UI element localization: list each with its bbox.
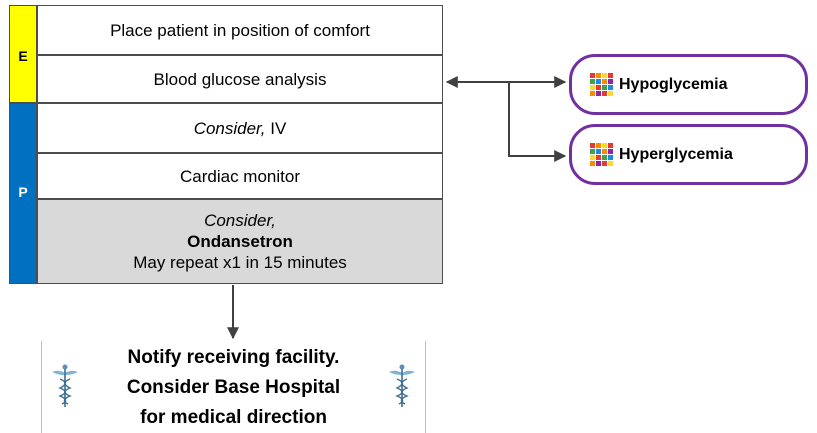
step-position-comfort: Place patient in position of comfort xyxy=(37,5,443,55)
hyperglycemia-branch-arrow xyxy=(508,82,567,162)
hyperglycemia-link[interactable]: Hyperglycemia xyxy=(569,124,808,185)
level-p-label: P xyxy=(18,184,28,200)
step-cardiac-text: Cardiac monitor xyxy=(180,166,300,186)
notify-line-2: Consider Base Hospital xyxy=(126,377,341,398)
level-p-bar: P xyxy=(9,103,37,284)
caduceus-icon xyxy=(52,364,78,407)
step-consider-iv: Consider, IV xyxy=(37,103,443,153)
step-ondansetron-repeat: May repeat x1 in 15 minutes xyxy=(133,253,347,272)
step-position-text: Place patient in position of comfort xyxy=(110,20,370,40)
protocol-grid-icon xyxy=(590,143,613,166)
protocol-grid-icon xyxy=(590,73,613,96)
notify-box: Notify receiving facility. Consider Base… xyxy=(41,341,426,433)
notify-line-3: for medical direction xyxy=(140,407,327,428)
hypoglycemia-link[interactable]: Hypoglycemia xyxy=(569,54,808,115)
hyperglycemia-label: Hyperglycemia xyxy=(619,145,733,163)
hypoglycemia-label: Hypoglycemia xyxy=(619,75,728,93)
caduceus-icon xyxy=(389,364,415,407)
step-cardiac-monitor: Cardiac monitor xyxy=(37,153,443,199)
level-e-bar: E xyxy=(9,5,37,103)
step-iv-consider: Consider, xyxy=(193,118,266,138)
step-glucose-text: Blood glucose analysis xyxy=(153,69,327,89)
step-ondansetron-drug: Ondansetron xyxy=(187,232,293,251)
notify-line-1: Notify receiving facility. xyxy=(127,347,340,368)
step-ondansetron: Consider, Ondansetron May repeat x1 in 1… xyxy=(37,199,443,284)
level-e-label: E xyxy=(18,48,28,64)
step-iv-text: IV xyxy=(270,118,287,138)
step-ondansetron-consider: Consider, xyxy=(204,211,276,230)
step-blood-glucose: Blood glucose analysis xyxy=(37,55,443,103)
